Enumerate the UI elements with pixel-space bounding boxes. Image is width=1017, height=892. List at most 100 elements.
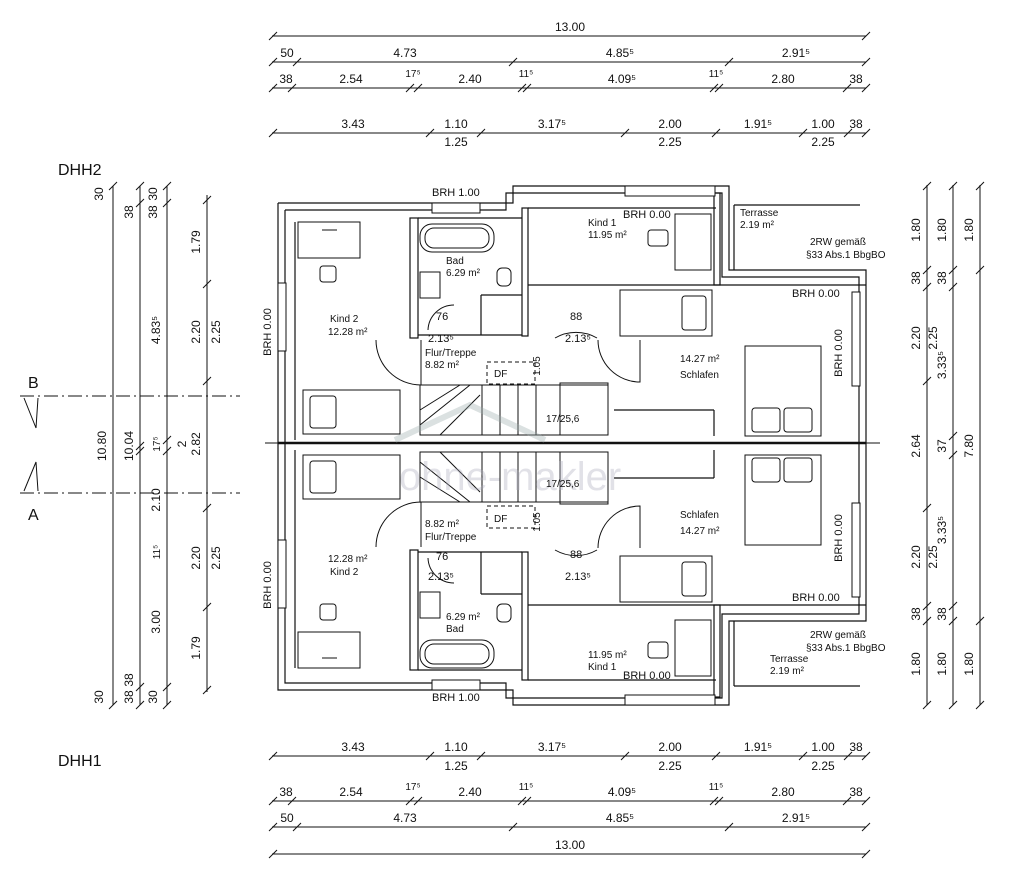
- watermark-text: ohne-makler: [399, 455, 621, 499]
- dim-label: 2.20: [189, 546, 203, 570]
- dim-label: 38: [122, 205, 136, 219]
- room-name: Flur/Treppe: [425, 532, 477, 543]
- dim-label: 2.54: [339, 72, 363, 86]
- dim-label: 38: [909, 607, 923, 621]
- rw-note: §33 Abs.1 BbgBO: [806, 250, 886, 261]
- dim-label: 2.25: [658, 135, 682, 149]
- dim-label: 3.33⁵: [935, 516, 949, 544]
- rw-note: 2RW gemäß: [810, 237, 866, 248]
- dim-label: 2.80: [771, 785, 795, 799]
- dim-label: 30: [92, 690, 106, 704]
- dim-label: 3.43: [341, 117, 365, 131]
- dim-label: 4.73: [393, 46, 417, 60]
- dim-label: 2.40: [458, 72, 482, 86]
- dim-label: 4.83⁵: [149, 316, 163, 344]
- door-height: 2.13⁵: [565, 571, 591, 583]
- room-name: Bad: [446, 256, 464, 267]
- brh-label: BRH 1.00: [432, 187, 480, 199]
- room-name: Bad: [446, 624, 464, 635]
- room-name: Kind 2: [330, 567, 359, 578]
- dim-label: 38: [122, 673, 136, 687]
- dim-label: 2.25: [811, 759, 835, 773]
- brh-label: BRH 0.00: [623, 670, 671, 682]
- top-dimension-labels: 13.00 50 4.73 4.85⁵ 2.91⁵ 38 2.54 17⁵ 2.…: [279, 20, 863, 149]
- dim-label: 11⁵: [709, 782, 724, 793]
- dim-label: 2.80: [771, 72, 795, 86]
- dim-label: 2.40: [458, 785, 482, 799]
- dim-label: 2.10: [149, 488, 163, 512]
- dim-label: 50: [280, 811, 294, 825]
- dim-label: 2.91⁵: [782, 811, 810, 825]
- dim-label: 3.43: [341, 740, 365, 754]
- section-label-b: B: [28, 375, 39, 392]
- dim-label: 1.80: [962, 652, 976, 676]
- house-label-bottom: DHH1: [58, 753, 102, 770]
- room-area: 2.19 m²: [740, 220, 775, 231]
- stair-df: DF: [494, 369, 507, 380]
- room-name: Schlafen: [680, 510, 719, 521]
- dim-label: 1.91⁵: [744, 740, 772, 754]
- room-area: 12.28 m²: [328, 554, 368, 565]
- door-width: 76: [436, 551, 448, 563]
- rw-note: §33 Abs.1 BbgBO: [806, 643, 886, 654]
- dim-label: 30: [146, 690, 160, 704]
- door-swings: [375, 304, 641, 584]
- brh-label: BRH 0.00: [833, 329, 845, 377]
- dim-label: 2.54: [339, 785, 363, 799]
- dim-label: 1.80: [935, 652, 949, 676]
- right-dimension-chains: [922, 181, 985, 710]
- bottom-dimension-chains: [268, 751, 871, 859]
- dim-label: 3.17⁵: [538, 117, 566, 131]
- dim-label: 50: [280, 46, 294, 60]
- dim-label: 1.79: [189, 230, 203, 254]
- stair-labels: DF DF 1.05 1.05 17/25,6 17/25,6: [494, 356, 580, 532]
- dim-label: 38: [849, 740, 863, 754]
- dim-label: 1.91⁵: [744, 117, 772, 131]
- dim-label: 4.85⁵: [606, 811, 634, 825]
- dim-label: 11⁵: [519, 69, 534, 80]
- watermark: ohne-makler: [393, 401, 621, 499]
- dim-label: 17⁵: [405, 782, 420, 793]
- dim-label: 1.00: [811, 740, 835, 754]
- dim-label: 2.25: [811, 135, 835, 149]
- room-area: 8.82 m²: [425, 360, 460, 371]
- room-name: Terrasse: [770, 654, 809, 665]
- room-labels-bottom: 12.28 m² Kind 2 6.29 m² Bad 11.95 m² Kin…: [328, 510, 886, 677]
- door-width: 88: [570, 311, 582, 323]
- dim-label: 2.25: [926, 545, 940, 569]
- room-area: 6.29 m²: [446, 268, 481, 279]
- section-markers: [20, 395, 240, 494]
- stairs: [419, 361, 609, 529]
- dim-label: 11⁵: [709, 69, 724, 80]
- dim-label: 1.80: [909, 652, 923, 676]
- room-area: 14.27 m²: [680, 354, 720, 365]
- bottom-dimension-labels: 3.43 1.10 3.17⁵ 2.00 1.91⁵ 1.00 38 1.25 …: [279, 740, 863, 852]
- dim-label: 2.20: [909, 326, 923, 350]
- dim-label: 2.00: [658, 117, 682, 131]
- brh-label: BRH 0.00: [792, 288, 840, 300]
- dim-label: 37: [935, 439, 949, 453]
- brh-label: BRH 0.00: [262, 561, 274, 609]
- dim-label: 11⁵: [519, 782, 534, 793]
- dim-label: 4.09⁵: [608, 72, 636, 86]
- door-height: 2.13⁵: [428, 571, 454, 583]
- dim-label: 2.91⁵: [782, 46, 810, 60]
- room-area: 12.28 m²: [328, 327, 368, 338]
- dim-label: 4.85⁵: [606, 46, 634, 60]
- door-height: 2.13⁵: [565, 333, 591, 345]
- dim-label: 2.25: [926, 326, 940, 350]
- dim-label: 1.79: [189, 636, 203, 660]
- dim-label: 38: [935, 607, 949, 621]
- dim-label: 38: [279, 785, 293, 799]
- dim-label: 3.17⁵: [538, 740, 566, 754]
- dim-label: 38: [849, 785, 863, 799]
- room-area: 11.95 m²: [588, 650, 627, 661]
- dim-label: 1.80: [909, 218, 923, 242]
- dim-label: 38: [146, 205, 160, 219]
- room-area: 11.95 m²: [588, 230, 627, 241]
- stair-rise: 17/25,6: [546, 414, 580, 425]
- dim-label: 1.00: [811, 117, 835, 131]
- room-name: Terrasse: [740, 208, 779, 219]
- room-name: Kind 2: [330, 314, 359, 325]
